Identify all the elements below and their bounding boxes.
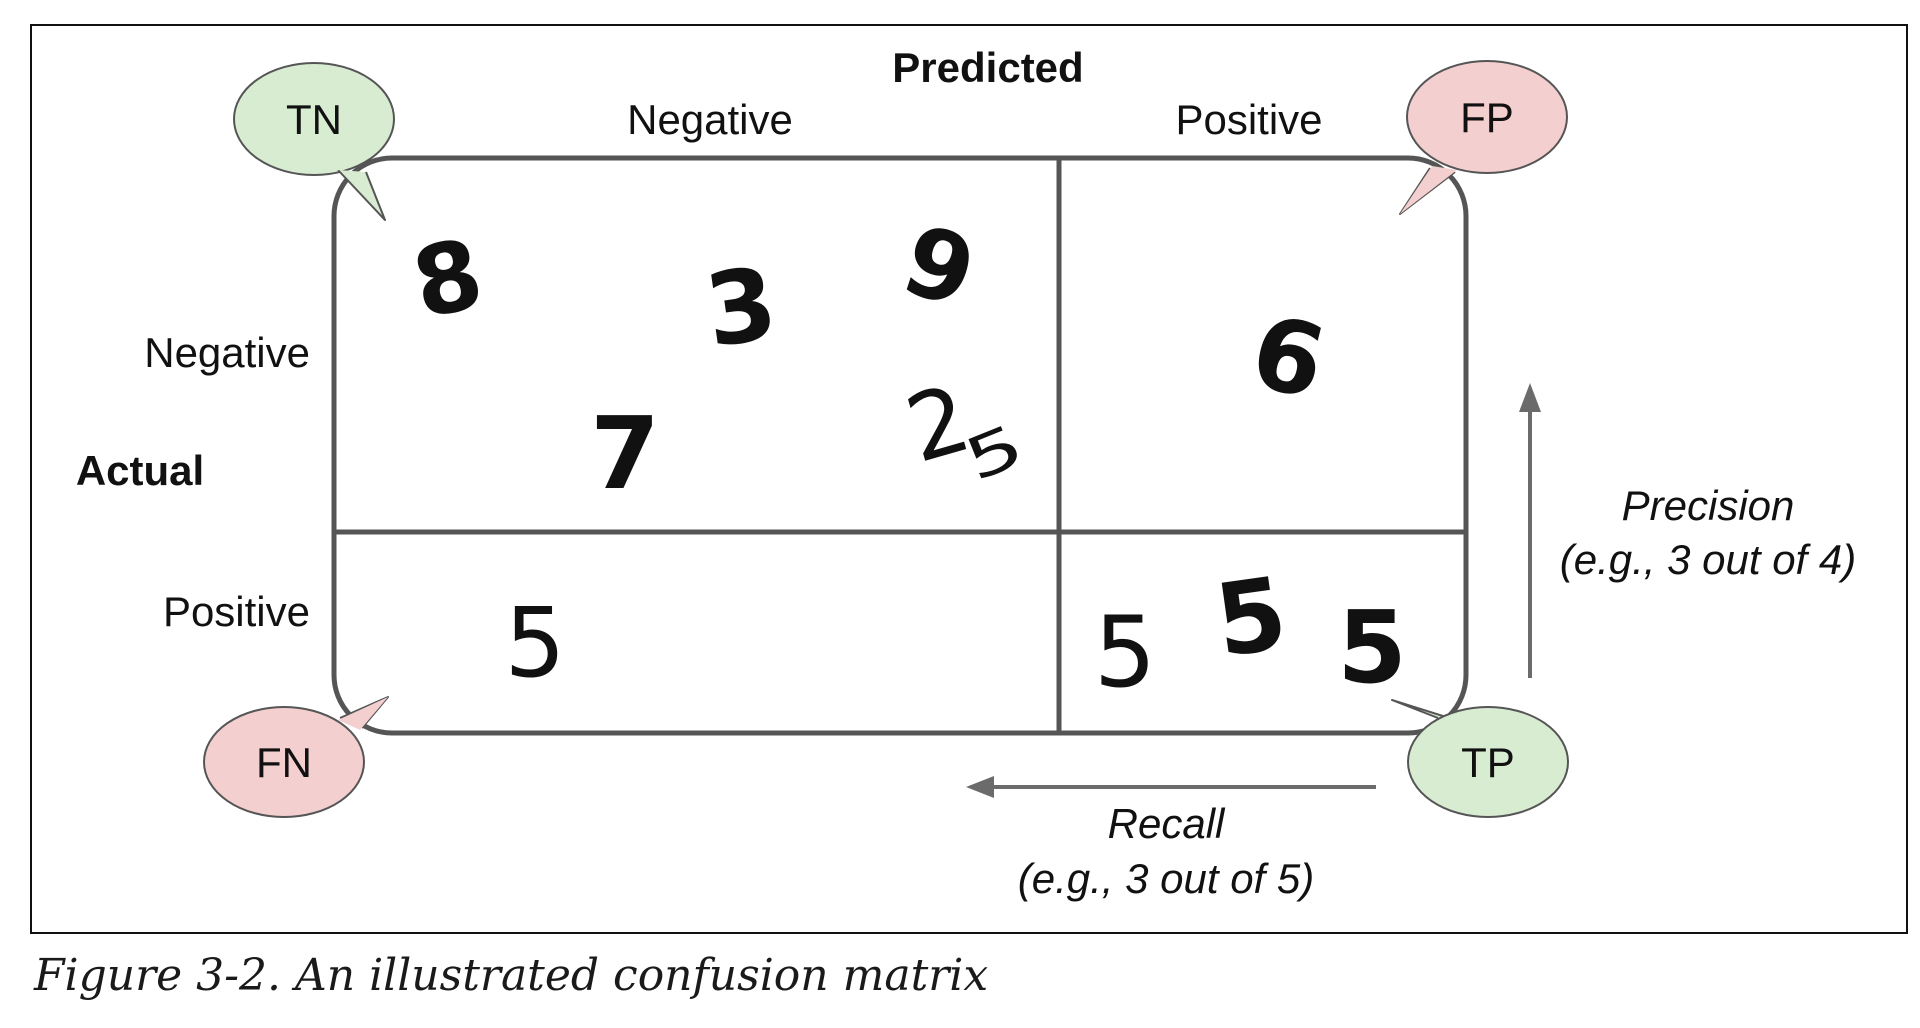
matrix-outline <box>331 155 1469 736</box>
fp-label: FP <box>1460 94 1514 141</box>
tp-label: TP <box>1461 739 1515 786</box>
predicted-axis-title: Predicted <box>892 44 1083 91</box>
tn-digit-1: 8 <box>403 217 492 340</box>
tn-bubble: TN <box>233 62 395 221</box>
tp-bubble: TP <box>1391 699 1569 818</box>
actual-axis-title: Actual <box>76 447 204 494</box>
fp-bubble: FP <box>1399 60 1568 215</box>
tp-digit-3: 5 <box>1337 589 1407 706</box>
recall-example: (e.g., 3 out of 5) <box>1018 855 1315 902</box>
recall-label: Recall <box>1108 800 1226 847</box>
column-label-negative: Negative <box>627 96 793 143</box>
tn-label: TN <box>286 96 342 143</box>
precision-arrowhead <box>1519 383 1541 412</box>
tn-digit-3: 9 <box>890 203 988 330</box>
fn-bubble: FN <box>203 696 389 818</box>
recall-arrowhead <box>966 776 994 798</box>
precision-label: Precision <box>1622 482 1795 529</box>
precision-example: (e.g., 3 out of 4) <box>1560 536 1857 583</box>
fn-label: FN <box>256 739 312 786</box>
tp-digit-1: 5 <box>1094 596 1156 710</box>
fp-digit-1: 6 <box>1240 292 1336 422</box>
figure-caption: Figure 3-2. An illustrated confusion mat… <box>34 950 989 1001</box>
tn-digit-4: 7 <box>590 395 660 512</box>
row-label-negative: Negative <box>144 329 310 376</box>
tn-digit-2: 3 <box>698 245 783 371</box>
fn-digit-1: 5 <box>504 587 565 699</box>
row-label-positive: Positive <box>163 588 310 635</box>
column-label-positive: Positive <box>1175 96 1322 143</box>
tp-digit-2: 5 <box>1208 555 1293 681</box>
